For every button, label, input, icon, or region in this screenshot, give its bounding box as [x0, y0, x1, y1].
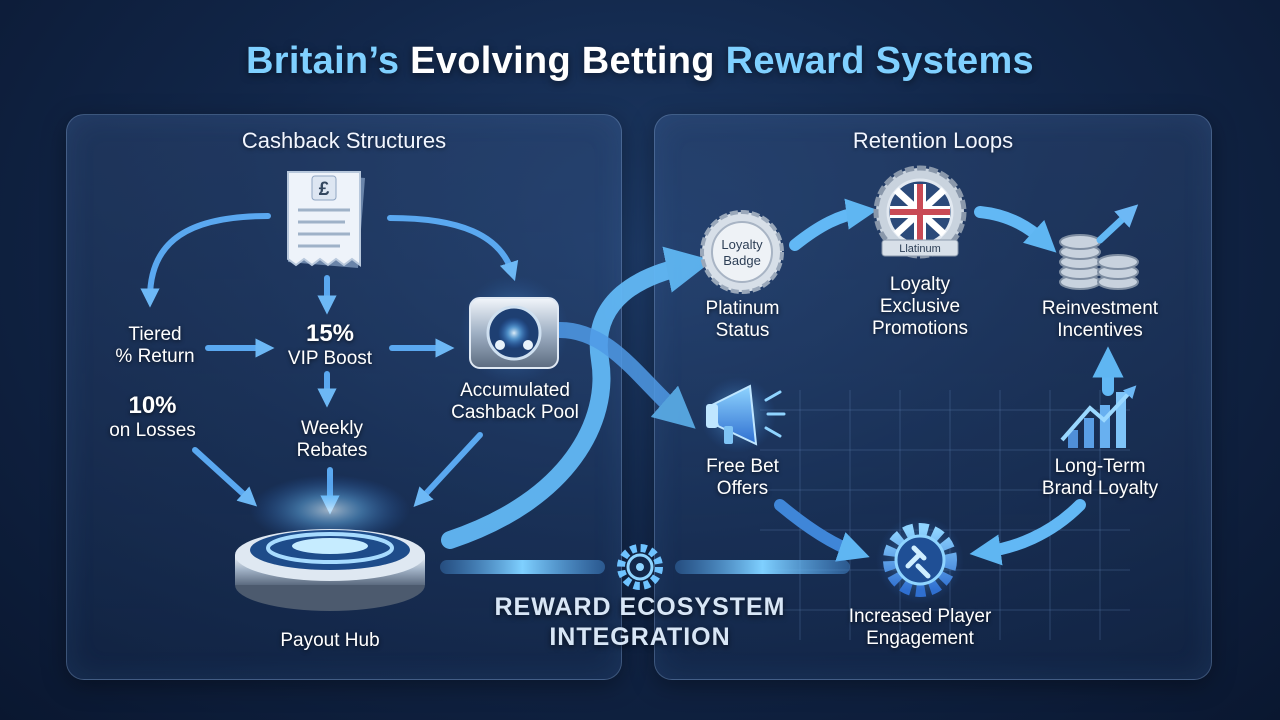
integration-label: REWARD ECOSYSTEM INTEGRATION — [494, 593, 786, 651]
arrow-freebet-to-engagement — [774, 499, 870, 562]
losses-label: 10% on Losses — [109, 392, 196, 441]
cashback-pool-label: Accumulated Cashback Pool — [451, 380, 579, 423]
loyalty-badge-icon: Loyalty Badge — [700, 210, 784, 294]
player-engagement-label: Increased Player Engagement — [848, 606, 992, 649]
badge-text-line2: Badge — [723, 253, 761, 268]
receipt-icon: £ — [287, 171, 365, 268]
union-jack-medal-icon: Llatinum — [873, 165, 967, 259]
receipt-symbol: £ — [319, 179, 330, 200]
platinum-status-label: Platinum Status — [705, 298, 780, 341]
megaphone-icon — [700, 377, 786, 453]
page-title: Britain’s Evolving Betting Reward System… — [246, 40, 1034, 82]
growth-chart-icon — [1060, 385, 1137, 448]
gear-link-icon — [876, 516, 964, 604]
retention-panel-title: Retention Loops — [852, 128, 1014, 153]
integration-beam — [440, 560, 850, 574]
arrow-brand-to-engagement — [969, 499, 1086, 566]
exclusive-promotions-label: Loyalty Exclusive Promotions — [871, 274, 969, 339]
cashback-panel-title: Cashback Structures — [241, 128, 447, 153]
reinvestment-incentives-label: Reinvestment Incentives — [1041, 298, 1159, 341]
arrow-platinum-to-exclusive — [789, 198, 878, 251]
weekly-rebates-label: Weekly Rebates — [296, 418, 368, 461]
arrow-exclusive-to-reinvest — [974, 206, 1057, 253]
payout-hub-icon — [235, 475, 425, 611]
payout-hub-label: Payout Hub — [280, 630, 380, 651]
arrow-pool-to-hub — [413, 432, 483, 508]
vault-icon — [459, 275, 569, 385]
medal-ribbon-text: Llatinum — [899, 243, 941, 255]
arrow-hub-to-platinum — [441, 246, 713, 549]
arrow-pool-to-freebet — [552, 322, 696, 429]
arrow-receipt-to-pool — [387, 215, 519, 282]
arrow-losses-to-hub — [192, 447, 258, 507]
tiered-return-label: Tiered % Return — [115, 324, 195, 367]
vip-boost-label: 15% VIP Boost — [287, 320, 373, 369]
gear-icon — [617, 544, 663, 590]
free-bet-offers-label: Free Bet Offers — [706, 456, 779, 499]
coin-stack-icon — [1059, 204, 1139, 290]
badge-text-line1: Loyalty — [721, 237, 763, 252]
arrow-receipt-to-tiered — [140, 213, 271, 308]
brand-loyalty-label: Long-Term Brand Loyalty — [1041, 456, 1159, 499]
